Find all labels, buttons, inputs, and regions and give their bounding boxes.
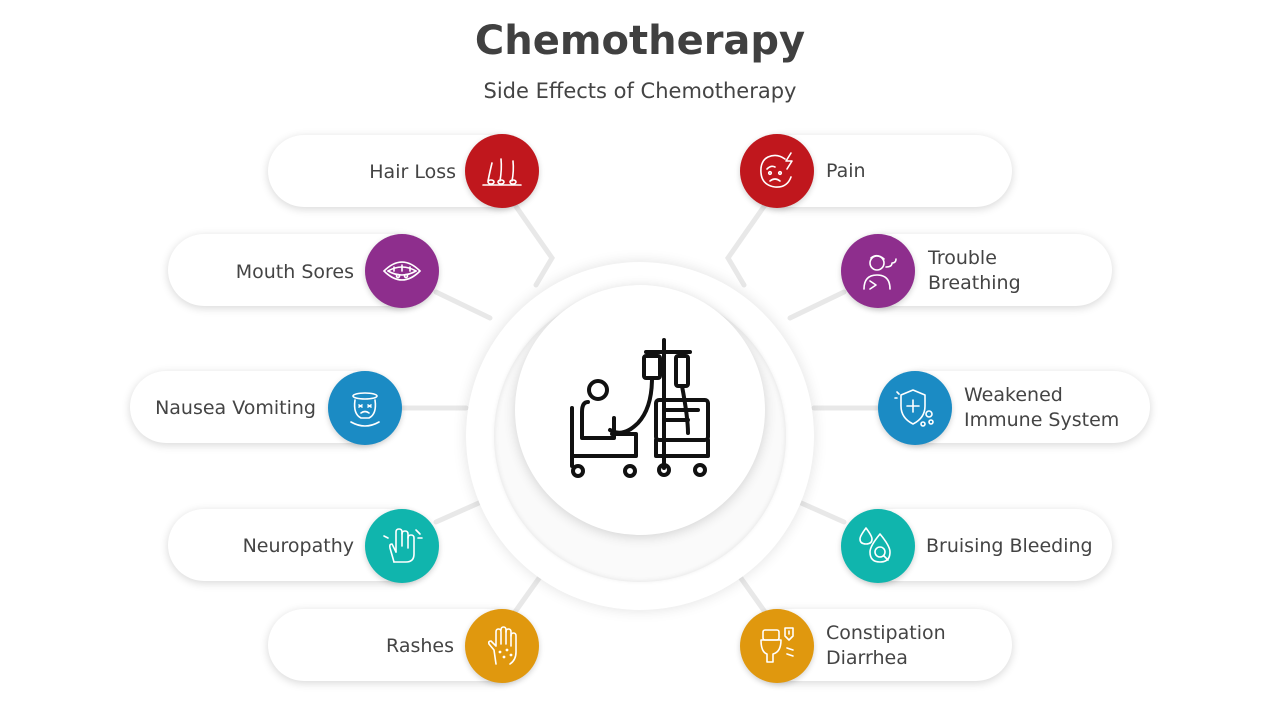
hub-center (515, 285, 765, 535)
label-trouble-breathing-line1: Trouble (928, 247, 997, 269)
mouth-sores-icon (382, 261, 422, 281)
label-immune-line1: Weakened (964, 384, 1063, 406)
label-weakened-immune-system: Weakened Immune System (964, 383, 1119, 433)
connector-pain (725, 202, 768, 288)
label-nausea-vomiting: Nausea Vomiting (155, 397, 316, 419)
label-trouble-breathing-line2: Breathing (928, 272, 1021, 294)
pain-face-icon (760, 152, 793, 188)
connector-breathing (787, 289, 847, 321)
label-bruising-bleeding: Bruising Bleeding (926, 535, 1093, 557)
label-neuropathy: Neuropathy (242, 535, 354, 557)
label-pain: Pain (826, 160, 866, 182)
label-mouth-sores: Mouth Sores (235, 261, 354, 283)
label-trouble-breathing: Trouble Breathing (928, 246, 1021, 296)
label-immune-line2: Immune System (964, 409, 1120, 431)
label-constipation-line1: Constipation (826, 622, 946, 644)
connector-mouth-sores (433, 289, 493, 321)
badge-rashes (465, 609, 539, 683)
hair-loss-icon (482, 158, 522, 186)
badge-pain (740, 134, 814, 208)
blood-drop-icon (859, 527, 891, 563)
badge-hair-loss (465, 134, 539, 208)
toilet-icon (760, 627, 794, 663)
iv-chemotherapy-chair-icon (570, 338, 710, 478)
badge-neuropathy (365, 509, 439, 583)
badge-mouth-sores (365, 234, 439, 308)
badge-constipation-diarrhea (740, 609, 814, 683)
breathing-icon (863, 254, 897, 290)
page-subtitle: Side Effects of Chemotherapy (483, 79, 797, 103)
label-constipation-diarrhea: Constipation Diarrhea (826, 621, 946, 671)
page-title: Chemotherapy (474, 18, 806, 64)
immune-shield-icon (894, 389, 934, 427)
nausea-icon (350, 392, 380, 427)
label-hair-loss: Hair Loss (369, 161, 456, 183)
label-constipation-line2: Diarrhea (826, 647, 908, 669)
neuropathy-hand-icon (383, 528, 423, 563)
badge-weakened-immune-system (878, 371, 952, 445)
label-rashes: Rashes (386, 635, 454, 657)
rash-hand-icon (487, 626, 517, 665)
badge-bruising-bleeding (841, 509, 915, 583)
badge-nausea-vomiting (328, 371, 402, 445)
badge-trouble-breathing (841, 234, 915, 308)
connector-hair-loss (512, 202, 555, 288)
